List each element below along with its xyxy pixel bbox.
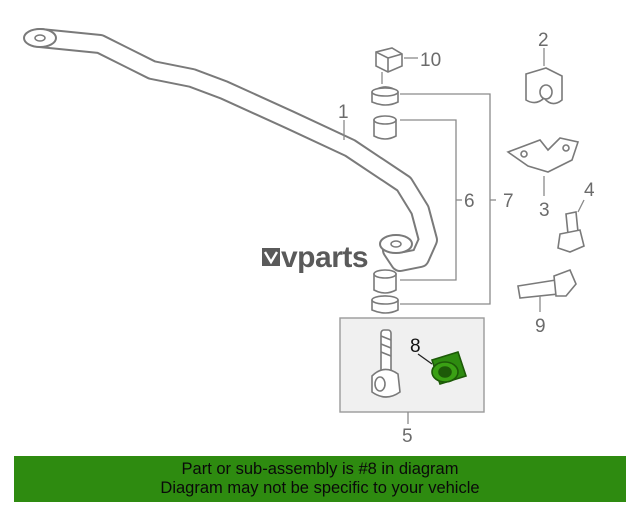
watermark-text: vparts: [281, 241, 368, 274]
callout-2: 2: [538, 30, 549, 51]
callout-1: 1: [338, 102, 349, 123]
callout-brackets: [381, 57, 496, 305]
stabilizer-bushing-part[interactable]: [525, 67, 563, 105]
stabilizer-bar[interactable]: [23, 28, 438, 272]
bolt-part-9[interactable]: [517, 268, 577, 299]
part-5-box[interactable]: [339, 317, 485, 413]
callout-5: 5: [402, 426, 413, 447]
vparts-logo: vparts: [262, 241, 369, 274]
leader-8: [417, 353, 433, 365]
callout-10: 10: [420, 50, 441, 71]
nut-part[interactable]: [375, 47, 403, 73]
callout-3: 3: [539, 200, 550, 221]
parts-diagram: vparts 10 1 2 3 4 6 7 9 5 8: [23, 28, 595, 447]
callout-7: 7: [503, 191, 514, 212]
bushing-bracket-part[interactable]: [506, 137, 580, 173]
right-leaders: [343, 48, 585, 312]
stabilizer-link-part: [371, 329, 401, 398]
highlighted-part-8[interactable]: [430, 351, 468, 385]
callout-4: 4: [584, 180, 595, 201]
callout-9: 9: [535, 316, 546, 337]
banner-line-2: Diagram may not be specific to your vehi…: [160, 479, 480, 497]
upper-cushion-set[interactable]: [371, 86, 399, 140]
callout-8: 8: [410, 336, 421, 357]
callout-6: 6: [464, 191, 475, 212]
bolt-part-4[interactable]: [557, 211, 585, 253]
banner-line-1: Part or sub-assembly is #8 in diagram: [181, 460, 459, 478]
lower-cushion-set[interactable]: [371, 269, 399, 314]
info-banner: Part or sub-assembly is #8 in diagram Di…: [14, 456, 626, 502]
